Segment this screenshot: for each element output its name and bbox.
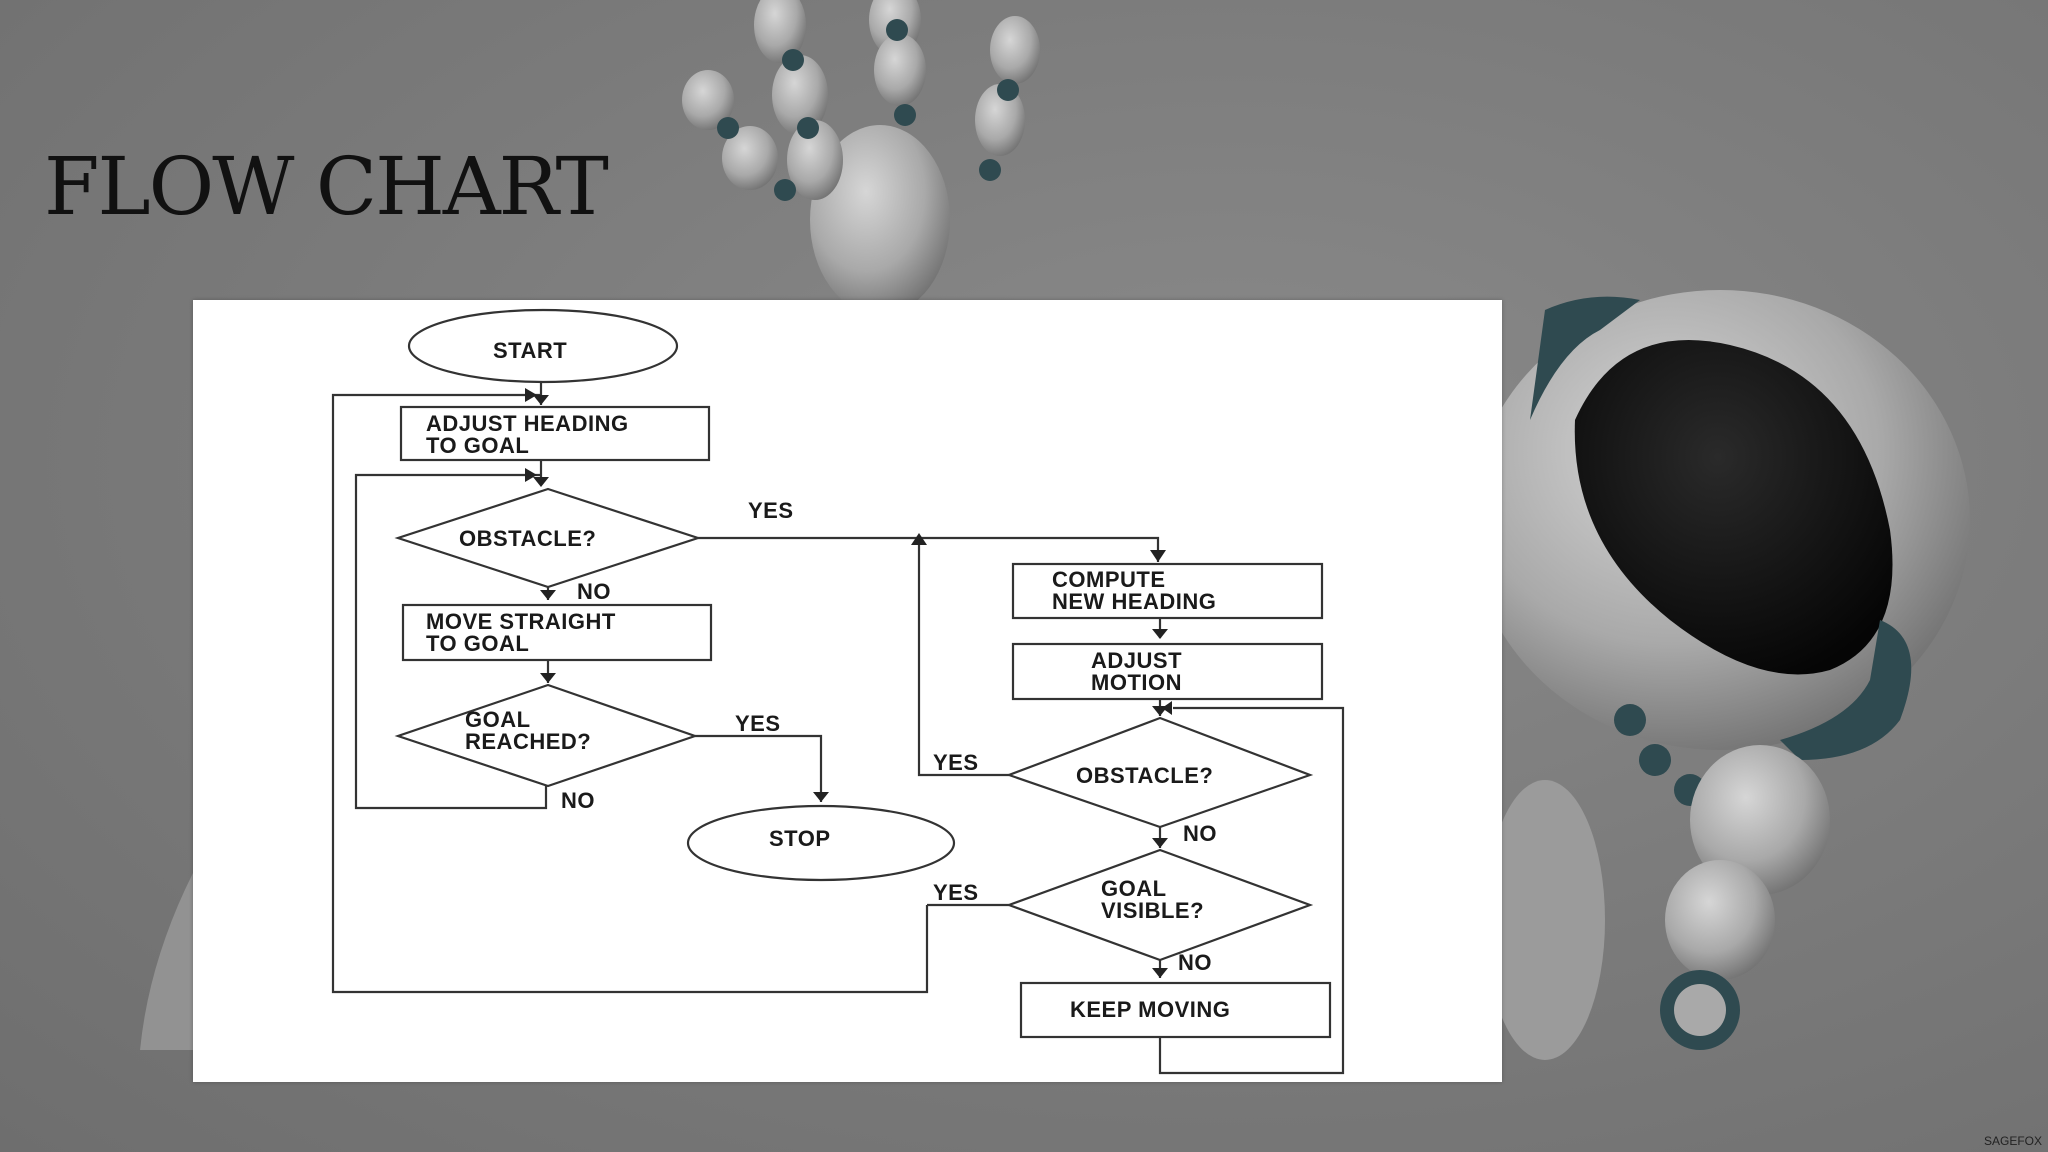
no-label-2: NO — [561, 788, 595, 813]
no-label-3: NO — [1183, 821, 1217, 846]
start-label: START — [493, 338, 567, 363]
flowchart-panel: START ADJUST HEADING TO GOAL OBSTACLE? Y… — [193, 300, 1502, 1082]
slide-title: FLOW CHART — [44, 140, 609, 233]
goal-visible-label-2: VISIBLE? — [1101, 898, 1204, 923]
keep-moving-label: KEEP MOVING — [1070, 997, 1230, 1022]
move-straight-label-1: MOVE STRAIGHT — [426, 609, 616, 634]
compute-label-1: COMPUTE — [1052, 567, 1166, 592]
adjust-heading-label-2: TO GOAL — [426, 433, 529, 458]
yes-label-2: YES — [735, 711, 781, 736]
goal-visible-decision — [1005, 848, 1314, 962]
goal-reached-label-2: REACHED? — [465, 729, 591, 754]
adjust-heading-label-1: ADJUST HEADING — [426, 411, 629, 436]
robot-hand — [682, 0, 1040, 315]
connectors — [331, 382, 1345, 1075]
goal-reached-decision — [394, 683, 699, 788]
flowchart: START ADJUST HEADING TO GOAL OBSTACLE? Y… — [331, 308, 1345, 1075]
robot-head — [1470, 290, 1970, 1060]
yes-label-4: YES — [933, 880, 979, 905]
start-terminal — [407, 308, 679, 384]
no-label-4: NO — [1178, 950, 1212, 975]
goal-visible-label-1: GOAL — [1101, 876, 1167, 901]
compute-label-2: NEW HEADING — [1052, 589, 1216, 614]
adjust-motion-process — [1011, 642, 1324, 701]
stop-terminal — [686, 804, 956, 882]
obstacle-decision-1 — [394, 487, 702, 589]
obstacle-label-1: OBSTACLE? — [459, 526, 596, 551]
yes-label-1: YES — [748, 498, 794, 523]
arrowheads — [525, 388, 1172, 978]
goal-reached-label-1: GOAL — [465, 707, 531, 732]
adjust-motion-label-2: MOTION — [1091, 670, 1182, 695]
compute-heading-process — [1011, 562, 1324, 620]
move-straight-label-2: TO GOAL — [426, 631, 529, 656]
stop-label: STOP — [769, 826, 831, 851]
yes-label-3: YES — [933, 750, 979, 775]
move-straight-process — [401, 603, 713, 662]
obstacle-decision-2 — [1005, 716, 1314, 829]
obstacle-label-2: OBSTACLE? — [1076, 763, 1213, 788]
adjust-heading-process — [399, 405, 711, 462]
watermark: SAGEFOX — [1983, 1134, 2042, 1148]
keep-moving-process — [1019, 981, 1332, 1039]
adjust-motion-label-1: ADJUST — [1091, 648, 1182, 673]
no-label-1: NO — [577, 579, 611, 604]
